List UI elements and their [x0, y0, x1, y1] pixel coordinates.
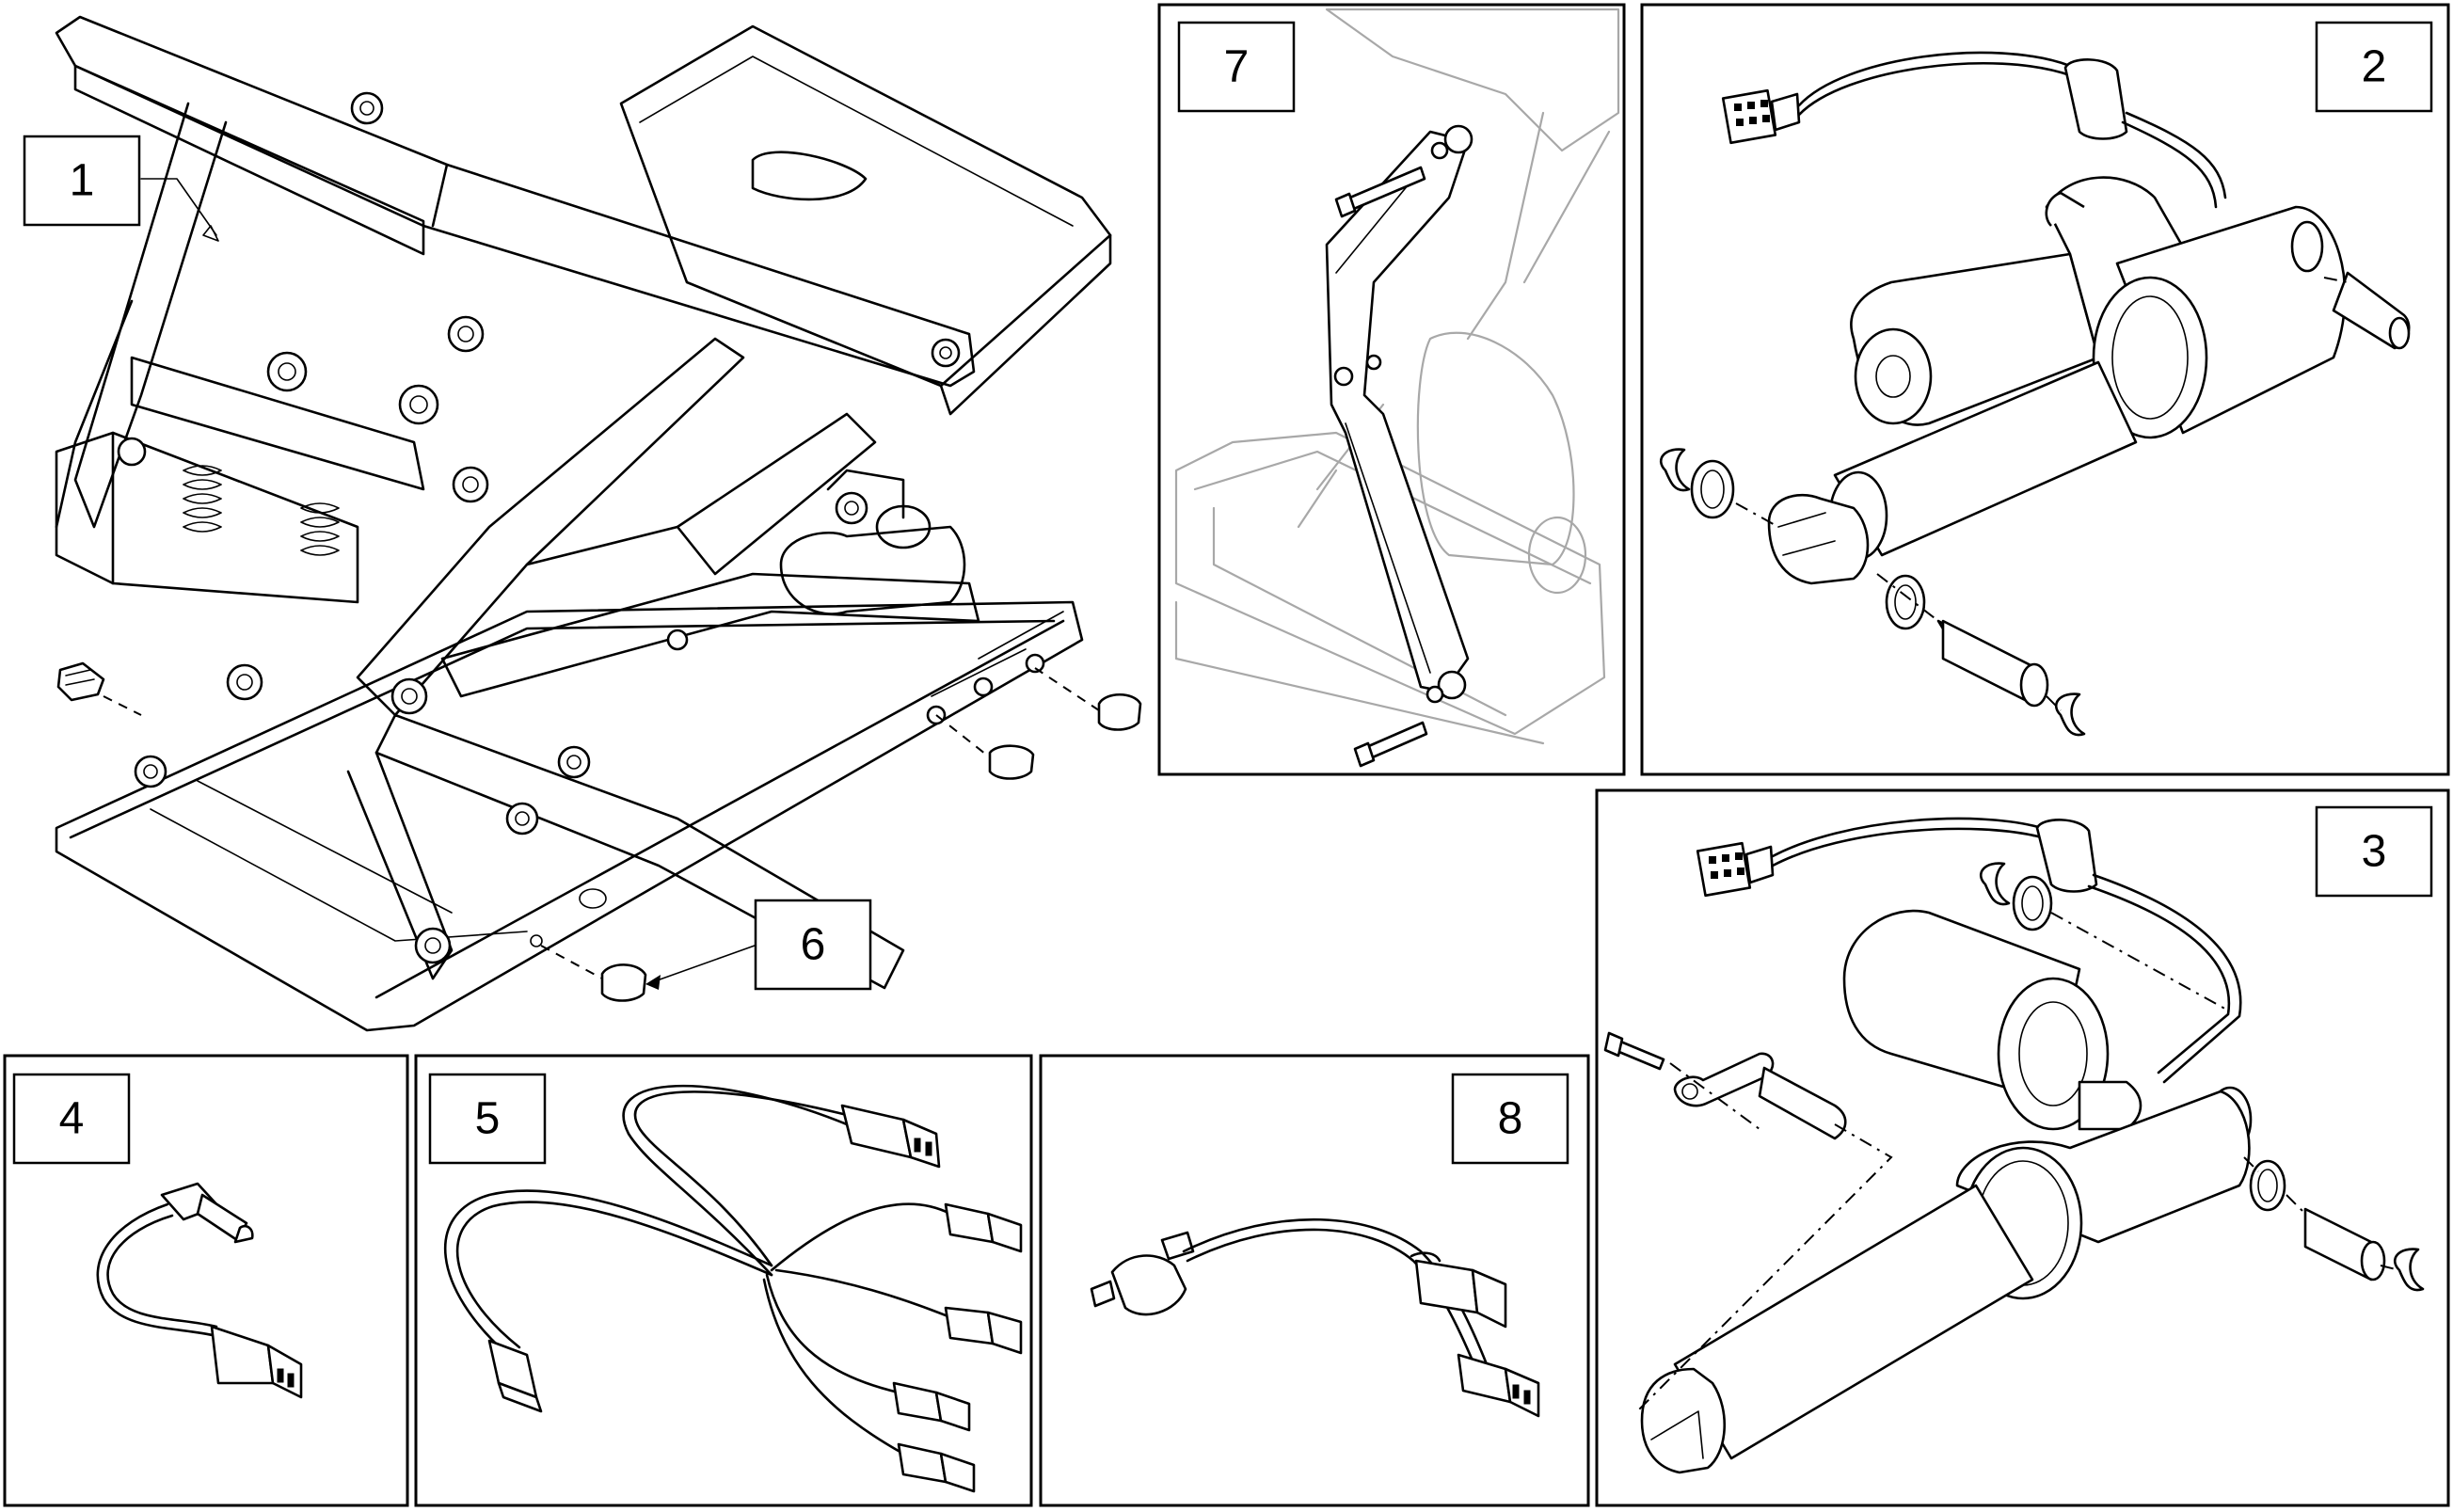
callout-6: 6 [754, 899, 872, 991]
callout-3-label: 3 [2362, 827, 2387, 877]
callout-5: 5 [428, 1073, 547, 1165]
callout-4: 4 [12, 1073, 131, 1165]
callout-6-leader [648, 945, 756, 984]
callout-1-label: 1 [70, 156, 95, 206]
wire-harness-jumper-drawing [96, 1182, 303, 1399]
tilt-actuator-drawing [1603, 817, 2425, 1474]
pivot-bushings [117, 91, 1045, 964]
callout-6-label: 6 [801, 920, 826, 970]
screw-left [56, 661, 142, 716]
seat-lift-actuator-drawing [1659, 51, 2411, 737]
callout-7: 7 [1177, 21, 1296, 113]
callout-4-label: 4 [59, 1094, 85, 1144]
screw-right-1 [1034, 667, 1142, 731]
panel-7-frame [1157, 3, 1626, 776]
y-harness-four-way-drawing [443, 1084, 1023, 1493]
callout-1: 1 [23, 135, 141, 227]
callout-5-label: 5 [475, 1094, 501, 1144]
callout-8-label: 8 [1498, 1094, 1523, 1144]
callout-2-label: 2 [2362, 42, 2387, 92]
callout-1-leader [140, 178, 217, 236]
callout-8: 8 [1451, 1073, 1569, 1165]
callout-2: 2 [2315, 21, 2433, 113]
shoulder-bolt-6 [540, 945, 647, 1002]
callout-7-label: 7 [1224, 42, 1250, 92]
callout-3: 3 [2315, 805, 2433, 898]
extension-harness-drawing [1090, 1218, 1540, 1418]
seat-lift-mechanism-drawing [55, 15, 1142, 1032]
actuator-link-arm-drawing [1174, 8, 1620, 768]
screw-right-2 [935, 714, 1035, 780]
